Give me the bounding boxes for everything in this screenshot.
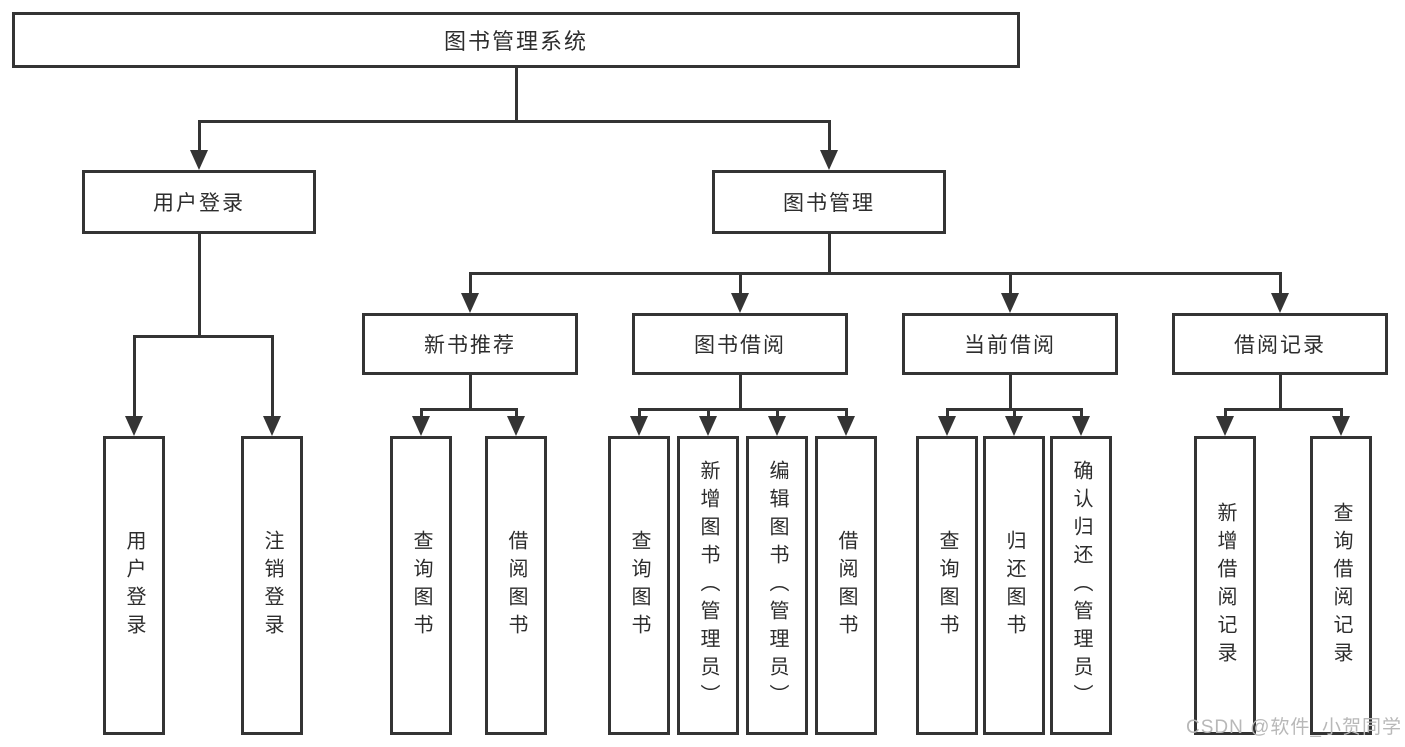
arrow-down-icon — [507, 416, 525, 436]
arrow-down-icon — [412, 416, 430, 436]
node-label: 查询图书 — [628, 529, 650, 642]
node-label: 注销登录 — [261, 529, 283, 642]
connector-leaf-drop — [845, 408, 848, 418]
node-label: 用户登录 — [123, 529, 145, 642]
connector-new-books-branch — [420, 408, 518, 411]
arrow-down-icon — [263, 416, 281, 436]
connector-leaf-drop — [1080, 408, 1083, 418]
connector-book-mgmt-drop — [828, 120, 831, 152]
connector-leaf-drop — [271, 335, 274, 417]
node-user-login: 用户登录 — [82, 170, 316, 234]
arrow-down-icon — [731, 293, 749, 313]
connector-user-login-stem — [198, 234, 201, 335]
arrow-down-icon — [1072, 416, 1090, 436]
connector-current-borrow-stem — [1009, 375, 1012, 408]
node-label: 借阅图书 — [505, 529, 527, 642]
arrow-down-icon — [1271, 293, 1289, 313]
node-current-borrow: 当前借阅 — [902, 313, 1118, 375]
connector-book-mgmt-stem — [828, 234, 831, 272]
leaf-add-borrow-record: 新增借阅记录 — [1194, 436, 1256, 735]
leaf-return-books: 归还图书 — [983, 436, 1045, 735]
connector-root-branch — [198, 120, 831, 123]
node-label: 用户登录 — [153, 192, 245, 215]
node-book-borrow: 图书借阅 — [632, 313, 848, 375]
connector-book-borrow-branch — [638, 408, 848, 411]
leaf-query-books-borrow: 查询图书 — [608, 436, 670, 735]
leaf-confirm-return-admin: 确认归还（管理员） — [1050, 436, 1112, 735]
connector-book-mgmt-branch — [469, 272, 1282, 275]
arrow-down-icon — [1001, 293, 1019, 313]
arrow-down-icon — [837, 416, 855, 436]
leaf-query-borrow-record: 查询借阅记录 — [1310, 436, 1372, 735]
leaf-edit-books-admin: 编辑图书（管理员） — [746, 436, 808, 735]
arrow-down-icon — [630, 416, 648, 436]
leaf-borrow-books-recommend: 借阅图书 — [485, 436, 547, 735]
node-library-system-root: 图书管理系统 — [12, 12, 1020, 68]
connector-leaf-drop — [946, 408, 949, 418]
leaf-logout: 注销登录 — [241, 436, 303, 735]
connector-leaf-drop — [638, 408, 641, 418]
connector-leaf-drop — [1224, 408, 1227, 418]
arrow-down-icon — [938, 416, 956, 436]
leaf-user-login: 用户登录 — [103, 436, 165, 735]
leaf-borrow-books: 借阅图书 — [815, 436, 877, 735]
connector-user-login-branch — [133, 335, 274, 338]
arrow-down-icon — [461, 293, 479, 313]
connector-root-stem — [515, 68, 518, 120]
arrow-down-icon — [699, 416, 717, 436]
connector-leaf-drop — [1340, 408, 1343, 418]
arrow-down-icon — [820, 150, 838, 170]
connector-leaf-drop — [707, 408, 710, 418]
node-book-management: 图书管理 — [712, 170, 946, 234]
arrow-down-icon — [1005, 416, 1023, 436]
connector-l3-drop — [739, 272, 742, 294]
connector-book-borrow-stem — [739, 375, 742, 408]
connector-leaf-drop — [776, 408, 779, 418]
node-label: 查询借阅记录 — [1330, 501, 1352, 670]
leaf-query-books-recommend: 查询图书 — [390, 436, 452, 735]
node-label: 借阅记录 — [1234, 334, 1326, 357]
arrow-down-icon — [768, 416, 786, 436]
node-label: 新书推荐 — [424, 334, 516, 357]
leaf-query-books-current: 查询图书 — [916, 436, 978, 735]
arrow-down-icon — [190, 150, 208, 170]
node-label: 借阅图书 — [835, 529, 857, 642]
connector-leaf-drop — [515, 408, 518, 418]
node-label: 查询图书 — [936, 529, 958, 642]
arrow-down-icon — [125, 416, 143, 436]
node-new-book-recommend: 新书推荐 — [362, 313, 578, 375]
node-borrow-records: 借阅记录 — [1172, 313, 1388, 375]
node-label: 查询图书 — [410, 529, 432, 642]
arrow-down-icon — [1216, 416, 1234, 436]
node-label: 图书管理系统 — [443, 29, 588, 54]
connector-new-books-stem — [469, 375, 472, 408]
node-label: 归还图书 — [1003, 529, 1025, 642]
connector-l3-drop — [1009, 272, 1012, 294]
node-label: 新增图书（管理员） — [697, 459, 719, 712]
connector-borrow-records-stem — [1279, 375, 1282, 408]
connector-user-login-drop — [198, 120, 201, 152]
connector-leaf-drop — [420, 408, 423, 418]
csdn-watermark: CSDN @软件_小贺同学 — [1186, 717, 1402, 738]
node-label: 图书管理 — [783, 192, 875, 215]
leaf-add-books-admin: 新增图书（管理员） — [677, 436, 739, 735]
node-label: 编辑图书（管理员） — [766, 459, 788, 712]
connector-l3-drop — [469, 272, 472, 294]
connector-l3-drop — [1279, 272, 1282, 294]
node-label: 新增借阅记录 — [1214, 501, 1236, 670]
connector-leaf-drop — [133, 335, 136, 417]
arrow-down-icon — [1332, 416, 1350, 436]
connector-leaf-drop — [1013, 408, 1016, 418]
connector-borrow-records-branch — [1224, 408, 1343, 411]
node-label: 确认归还（管理员） — [1070, 459, 1092, 712]
node-label: 当前借阅 — [964, 334, 1056, 357]
node-label: 图书借阅 — [694, 334, 786, 357]
